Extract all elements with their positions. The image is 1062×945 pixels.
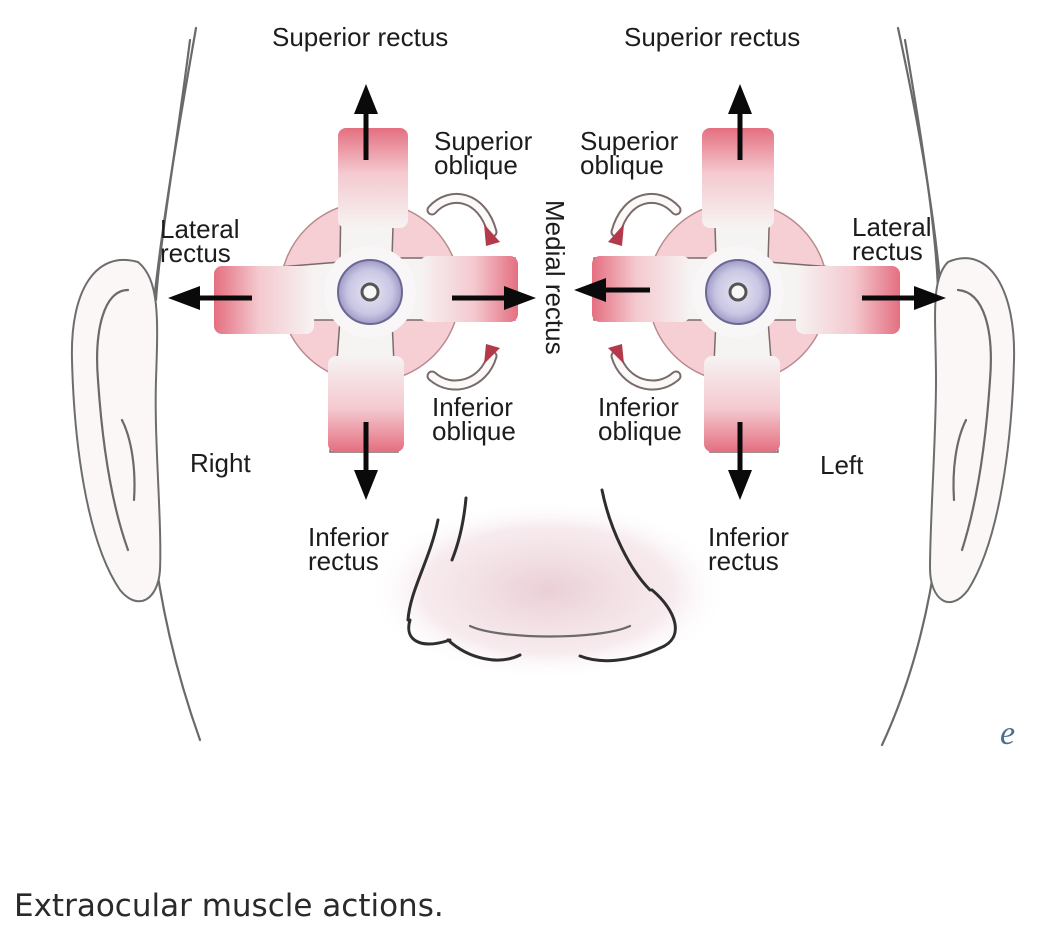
right-eye-muscles (214, 128, 518, 453)
superior-rectus-label-right: Superior rectus (272, 22, 448, 52)
left-inferior-rectus (704, 356, 780, 452)
medial-rectus-label: Medial rectus (540, 200, 570, 355)
left-lateral-rectus (796, 266, 900, 334)
left-eye-muscles (592, 128, 900, 453)
superior-rectus-label-left: Superior rectus (624, 22, 800, 52)
side-left-label: Left (820, 450, 864, 480)
lateral-rectus-label-left: Lateral rectus (852, 212, 939, 266)
left-superior-rectus (702, 128, 774, 228)
right-eye-arrows (168, 84, 536, 500)
right-medial-rectus (420, 256, 518, 322)
publisher-mark: e (1000, 715, 1015, 752)
left-ear (928, 257, 1016, 603)
lateral-rectus-label-right: Lateral rectus (160, 214, 247, 268)
right-inferior-rectus (328, 356, 404, 452)
superior-oblique-label-right: Superior oblique (434, 126, 540, 180)
right-lateral-rectus (214, 266, 314, 334)
inferior-rectus-label-right: Inferior rectus (308, 522, 396, 576)
inferior-oblique-label-left: Inferior oblique (598, 392, 686, 446)
superior-oblique-label-left: Superior oblique (580, 126, 686, 180)
right-superior-rectus (338, 128, 408, 228)
left-eye-arrows (574, 84, 946, 500)
nose (368, 488, 728, 680)
inferior-oblique-label-right: Inferior oblique (432, 392, 520, 446)
inferior-rectus-label-left: Inferior rectus (708, 522, 796, 576)
figure-caption: Extraocular muscle actions. (14, 888, 444, 924)
right-ear (70, 259, 162, 603)
side-right-label: Right (190, 448, 251, 478)
